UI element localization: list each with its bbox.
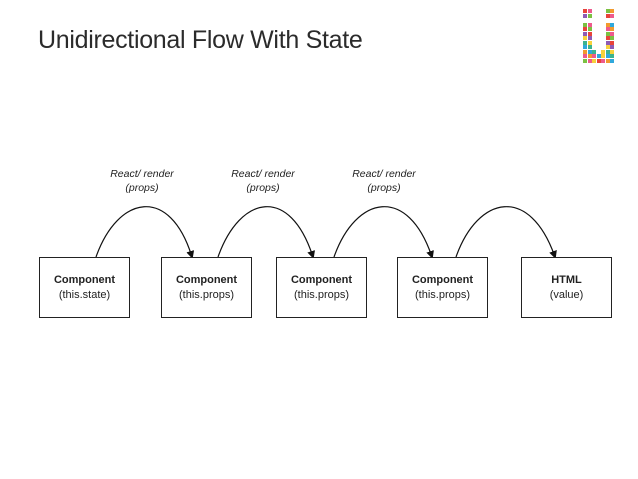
node-component-props-2: Component (this.props) (276, 257, 367, 318)
node-subtitle: (this.props) (414, 288, 471, 301)
logo-pixel (583, 22, 587, 27)
logo-pixel (601, 58, 605, 63)
logo-pixel (605, 31, 610, 36)
edge-label-line2: (props) (246, 182, 280, 194)
logo-pixel (587, 40, 592, 45)
logo-pixel (587, 45, 592, 49)
node-subtitle: (this.props) (178, 288, 235, 301)
logo-pixel (605, 49, 610, 54)
logo-pixel (583, 27, 587, 31)
render-arrow-3 (333, 206, 434, 259)
render-arrow-1 (95, 206, 195, 259)
edge-label-1: React/ render (props) (97, 167, 187, 195)
slide-title: Unidirectional Flow With State (38, 26, 363, 54)
logo-pixel (583, 54, 587, 58)
edge-label-2: React/ render (props) (218, 167, 308, 195)
logo-pixel (592, 58, 596, 63)
logo-pixel (587, 13, 592, 18)
logo-pixel (605, 58, 610, 63)
logo-pixel (605, 40, 610, 45)
logo-pixel (605, 9, 610, 13)
node-title: Component (175, 273, 238, 286)
logo-pixel (610, 22, 614, 27)
logo-pixel (610, 31, 614, 36)
node-subtitle: (this.props) (293, 288, 350, 301)
node-component-state: Component (this.state) (39, 257, 130, 318)
logo-pixel (610, 27, 614, 31)
logo-pixel (583, 45, 587, 49)
edge-label-3: React/ render (props) (339, 167, 429, 195)
node-html-value: HTML (value) (521, 257, 612, 318)
render-arrow-2 (217, 206, 315, 259)
logo-pixel (596, 58, 601, 63)
edge-label-line2: (props) (125, 182, 159, 194)
node-title: Component (53, 273, 116, 286)
logo-pixel (587, 36, 592, 40)
logo-pixel (583, 36, 587, 40)
logo-pixel (587, 22, 592, 27)
node-title: HTML (551, 273, 582, 286)
logo-pixel (583, 49, 587, 54)
logo-pixel (583, 40, 587, 45)
edge-label-line1: React/ render (352, 168, 416, 180)
logo-pixel (610, 36, 614, 40)
node-component-props-1: Component (this.props) (161, 257, 252, 318)
logo-pixel (610, 49, 614, 54)
logo-pixel (583, 13, 587, 18)
render-arrow-4 (455, 206, 557, 259)
logo-pixel (605, 27, 610, 31)
logo-pixel (610, 54, 614, 58)
edge-label-line2: (props) (367, 182, 401, 194)
logo-pixel (601, 54, 605, 58)
logo-pixel (605, 13, 610, 18)
logo-pixel (605, 45, 610, 49)
logo-pixel (592, 49, 596, 54)
logo-pixel (587, 27, 592, 31)
logo-pixel (610, 13, 614, 18)
logo-pixel (610, 40, 614, 45)
logo-pixel (605, 22, 610, 27)
logo-pixel (601, 49, 605, 54)
logo-pixel (605, 54, 610, 58)
node-title: Component (411, 273, 474, 286)
logo-pixel (596, 54, 601, 58)
logo-pixel (587, 58, 592, 63)
edge-label-line1: React/ render (231, 168, 295, 180)
edge-label-line1: React/ render (110, 168, 174, 180)
logo-pixel (610, 45, 614, 49)
logo-pixel (610, 9, 614, 13)
logo-pixel (592, 54, 596, 58)
logo-pixel (587, 49, 592, 54)
logo-pixel (583, 31, 587, 36)
logo-pixel (583, 58, 587, 63)
node-subtitle: (this.state) (58, 288, 111, 301)
node-subtitle: (value) (549, 288, 584, 301)
logo-pixel (587, 9, 592, 13)
logo-pixel (587, 31, 592, 36)
node-component-props-3: Component (this.props) (397, 257, 488, 318)
logo-pixel (583, 9, 587, 13)
node-title: Component (290, 273, 353, 286)
logo-pixel (605, 36, 610, 40)
logo-pixel (587, 54, 592, 58)
logo-pixel (610, 58, 614, 63)
